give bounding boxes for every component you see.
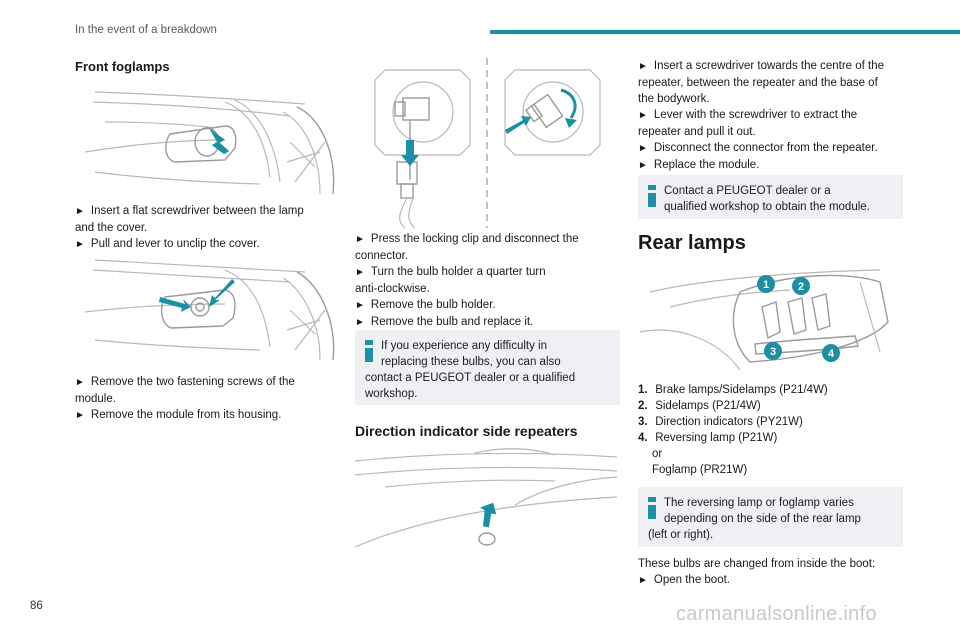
info-icon <box>648 497 656 519</box>
legend-item: 2. Sidelamps (P21/4W) <box>638 400 761 412</box>
side-repeater-illustration <box>355 448 618 548</box>
callout-1: 1 <box>763 279 769 291</box>
header-accent-bar <box>490 30 960 34</box>
direction-indicator-heading: Direction indicator side repeaters <box>355 423 578 439</box>
rear-lamp-illustration: 1 2 3 4 <box>640 269 889 371</box>
col1-step1: ►Insert a flat screwdriver between the l… <box>75 205 304 250</box>
col3-steps: ►Insert a screwdriver towards the centre… <box>638 60 885 171</box>
legend-item: 4. Reversing lamp (P21W) or Foglamp (PR2… <box>638 432 778 476</box>
bulb-holder-illustration <box>374 58 601 229</box>
col3-info-note-2: The reversing lamp or foglamp varies dep… <box>638 487 903 547</box>
rear-lamp-legend: 1. Brake lamps/Sidelamps (P21/4W) 2. Sid… <box>638 382 906 478</box>
col2-steps: ►Press the locking clip and disconnect t… <box>355 233 579 328</box>
running-header: In the event of a breakdown <box>75 24 217 36</box>
foglamp-module-illustration <box>84 259 335 361</box>
front-foglamps-heading: Front foglamps <box>75 59 170 74</box>
col1-step2: ►Remove the two fastening screws of the … <box>75 376 295 421</box>
rear-lamps-heading: Rear lamps <box>638 232 746 254</box>
col3-info-note: Contact a PEUGEOT dealer or a qualified … <box>638 175 903 219</box>
callout-4: 4 <box>828 348 835 360</box>
info-icon <box>365 340 373 362</box>
callout-3: 3 <box>770 346 776 358</box>
foglamp-cover-illustration <box>84 91 335 195</box>
info-icon <box>648 185 656 207</box>
page-number: 86 <box>30 600 43 612</box>
legend-item: 3. Direction indicators (PY21W) <box>638 416 803 428</box>
legend-item: 1. Brake lamps/Sidelamps (P21/4W) <box>638 384 828 396</box>
col3-outro: These bulbs are changed from inside the … <box>638 558 876 586</box>
callout-2: 2 <box>798 281 804 293</box>
col2-info-note: If you experience any difficulty in repl… <box>355 330 620 405</box>
watermark: carmanualsonline.info <box>676 603 877 625</box>
